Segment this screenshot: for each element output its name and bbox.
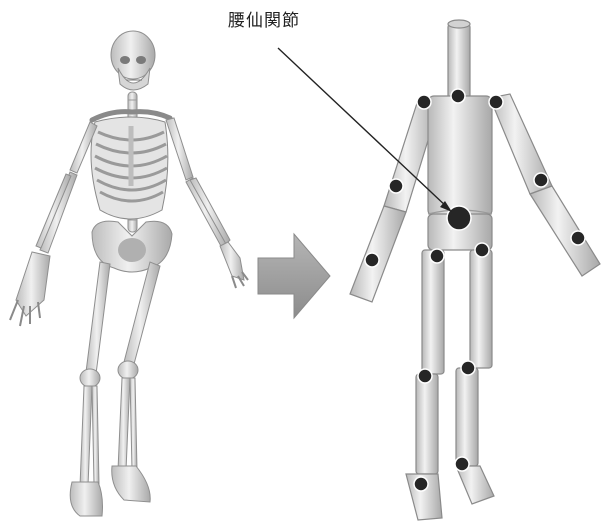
right-hip-joint bbox=[475, 243, 489, 257]
right-ankle-joint bbox=[455, 457, 469, 471]
skull bbox=[111, 31, 155, 90]
right-leg-bones bbox=[112, 262, 160, 502]
left-leg-bones bbox=[70, 262, 110, 516]
right-hand bbox=[220, 242, 244, 280]
right-arm-bones bbox=[166, 118, 248, 288]
right-knee-joint bbox=[461, 361, 475, 375]
left-hand bbox=[16, 252, 50, 316]
left-shank-segment bbox=[416, 374, 438, 474]
left-shoulder-joint bbox=[417, 95, 431, 109]
left-hip-joint bbox=[430, 249, 444, 263]
left-forearm-segment bbox=[350, 206, 406, 302]
neck-joint bbox=[451, 89, 465, 103]
left-elbow-joint bbox=[389, 179, 403, 193]
right-forearm-segment bbox=[530, 186, 600, 276]
left-ankle-joint bbox=[414, 477, 428, 491]
left-arm-bones bbox=[10, 122, 97, 326]
left-foot bbox=[70, 482, 102, 516]
right-foot bbox=[112, 466, 150, 502]
right-thigh-segment bbox=[470, 250, 492, 368]
left-knee-joint bbox=[418, 369, 432, 383]
right-elbow-joint bbox=[534, 173, 548, 187]
right-shoulder-joint bbox=[489, 95, 503, 109]
left-wrist-joint bbox=[365, 253, 379, 267]
lumbosacral-joint bbox=[447, 206, 471, 230]
left-thigh-segment bbox=[422, 250, 444, 374]
lumbosacral-joint-label: 腰仙関節 bbox=[228, 6, 300, 31]
right-shank-segment bbox=[456, 368, 478, 466]
segment-link-model bbox=[350, 20, 600, 520]
right-arrow-icon bbox=[258, 234, 330, 318]
rib-cage bbox=[91, 117, 168, 219]
skeleton-illustration bbox=[10, 31, 248, 516]
right-wrist-joint bbox=[571, 231, 585, 245]
